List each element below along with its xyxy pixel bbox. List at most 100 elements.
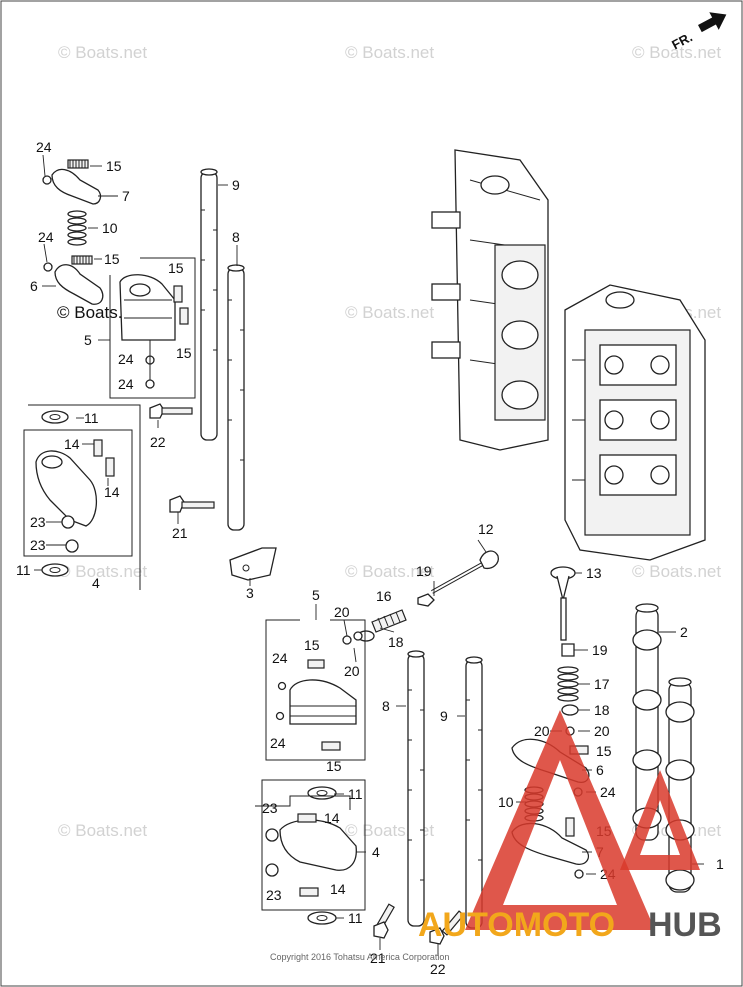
- callout-10: 10: [498, 794, 514, 810]
- nut-23: [265, 863, 279, 877]
- callout-2: 2: [680, 624, 688, 640]
- callout-15: 15: [106, 158, 122, 174]
- callout-24: 24: [118, 351, 134, 367]
- callout-12: 12: [478, 521, 494, 537]
- nut-24: [275, 711, 285, 721]
- callout-13: 13: [586, 565, 602, 581]
- logo-triangle-icon: [465, 710, 655, 930]
- rocker-arm-7: [51, 168, 102, 205]
- watermark: © Boats.net: [58, 43, 147, 62]
- adjuster-20: [342, 631, 575, 736]
- spring-14: [93, 439, 103, 457]
- callout-19: 19: [416, 563, 432, 579]
- callout-22: 22: [150, 434, 166, 450]
- camshaft-2: [632, 603, 662, 841]
- nut-23: [265, 828, 279, 842]
- callout-1: 1: [716, 856, 724, 872]
- spring-14: [297, 813, 317, 823]
- copyright-text: Copyright 2016 Tohatsu America Corporati…: [270, 952, 449, 962]
- bolt-22-upper: [149, 403, 193, 419]
- callout-4: 4: [92, 575, 100, 591]
- nut-24: [277, 681, 287, 691]
- callout-11: 11: [16, 562, 31, 578]
- spring-15: [565, 817, 575, 837]
- valve-spring-16: [371, 609, 407, 633]
- callout-24: 24: [36, 139, 52, 155]
- callout-23: 23: [30, 537, 46, 553]
- watermark: © Boats.net: [345, 562, 434, 581]
- callout-9: 9: [232, 177, 240, 193]
- nut-24: [145, 379, 155, 389]
- spring-15: [179, 307, 189, 325]
- rocker-shaft-8-lower: [407, 650, 425, 927]
- callout-15: 15: [104, 251, 120, 267]
- rocker-arm-6: [54, 264, 104, 305]
- rocker-shaft-9-lower: [465, 656, 483, 929]
- callout-20: 20: [344, 663, 360, 679]
- valve-keeper-19: [417, 593, 575, 657]
- watermark: © Boats.net: [345, 43, 434, 62]
- callout-15: 15: [304, 637, 320, 653]
- nut-23: [61, 515, 75, 529]
- spring-14: [105, 457, 115, 477]
- cylinder-head-rear: [431, 149, 549, 451]
- washer-11: [307, 786, 337, 800]
- callout-6: 6: [596, 762, 604, 778]
- callout-7: 7: [122, 188, 130, 204]
- spring-15: [321, 741, 341, 751]
- bolt-21-upper: [169, 495, 215, 513]
- callout-24: 24: [600, 784, 616, 800]
- callout-24: 24: [272, 650, 288, 666]
- rocker-shaft-8-upper: [227, 264, 245, 531]
- callout-21: 21: [172, 525, 188, 541]
- bolt-21-lower: [373, 903, 395, 939]
- spring-15: [173, 285, 183, 303]
- washer-11: [307, 911, 337, 925]
- center-assembly-4: [255, 779, 366, 925]
- callout-11: 11: [84, 410, 99, 426]
- callout-8: 8: [382, 698, 390, 714]
- nut-24: [574, 869, 584, 879]
- spring-15: [71, 255, 93, 265]
- callout-14: 14: [104, 484, 120, 500]
- cylinder-head-front: [564, 284, 706, 561]
- callout-5: 5: [312, 587, 320, 603]
- watermark: © Boats.net: [58, 562, 147, 581]
- callout-labels: 24 15 7 9 10 24 8 15 15 6 5 15 24 24 11 …: [16, 139, 724, 977]
- spring-14: [299, 887, 319, 897]
- callout-15: 15: [176, 345, 192, 361]
- callout-23: 23: [30, 514, 46, 530]
- callout-4: 4: [372, 844, 380, 860]
- callout-18: 18: [594, 702, 610, 718]
- callout-11: 11: [348, 786, 363, 802]
- center-assembly-5: [265, 619, 366, 761]
- rocker-arm-4: [35, 450, 97, 527]
- callout-15: 15: [168, 260, 184, 276]
- upper-left-rocker-group: [42, 159, 196, 399]
- callout-20: 20: [534, 723, 550, 739]
- rocker-shaft-9-upper: [200, 168, 218, 441]
- callout-20: 20: [334, 604, 350, 620]
- rocker-assembly-5: [119, 274, 176, 341]
- callout-24: 24: [118, 376, 134, 392]
- watermark: © Boats.net: [632, 562, 721, 581]
- assembly-box-5: [109, 257, 196, 399]
- callout-14: 14: [64, 436, 80, 452]
- callout-20: 20: [594, 723, 610, 739]
- washer-11: [41, 410, 69, 424]
- callout-22: 22: [430, 961, 446, 977]
- spring-seat-18: [357, 630, 579, 716]
- callout-24: 24: [38, 229, 54, 245]
- callout-14: 14: [324, 810, 340, 826]
- logo-text-part2: HUB: [648, 906, 722, 944]
- spring-15: [307, 659, 325, 669]
- spring-10: [67, 210, 87, 246]
- nut-23: [65, 539, 79, 553]
- callout-11: 11: [348, 910, 363, 926]
- valve-spring-17: [557, 666, 579, 702]
- watermark-group: © Boats.net © Boats.net © Boats.net © Bo…: [57, 43, 721, 840]
- callout-15: 15: [326, 758, 342, 774]
- washer-11: [41, 563, 69, 577]
